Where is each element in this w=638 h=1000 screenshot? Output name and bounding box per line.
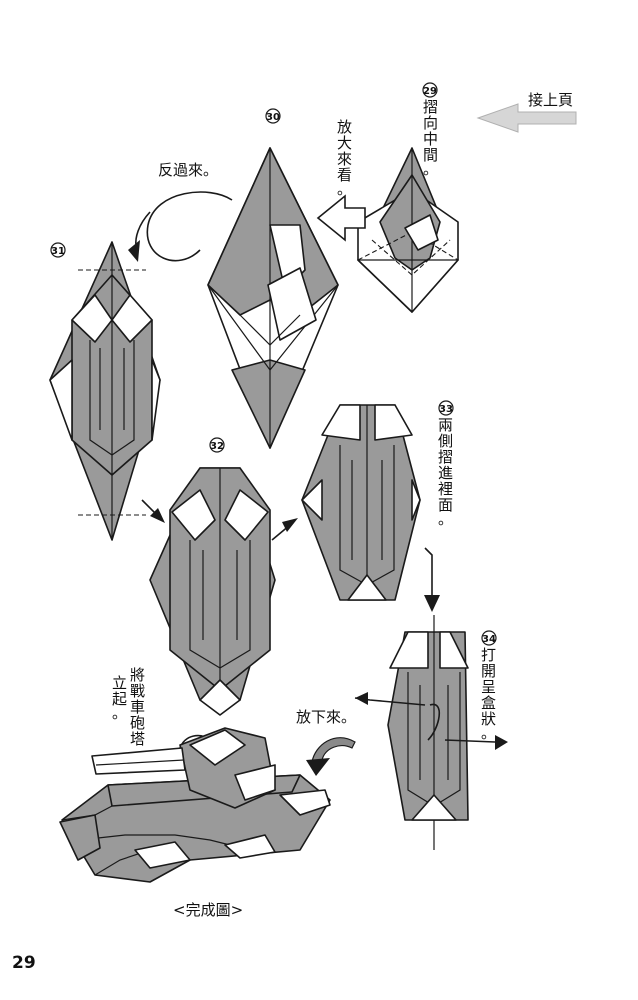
step-32-number: 32 xyxy=(209,437,225,453)
zoom-arrow-icon xyxy=(316,194,366,242)
step-31-number: 31 xyxy=(50,242,66,258)
step-30-model xyxy=(207,147,339,449)
step-29-number: 29 xyxy=(422,82,438,98)
step-34-number: 34 xyxy=(481,630,497,646)
svg-text:29: 29 xyxy=(423,86,437,97)
step-33-instruction: 兩 側 摺 進 裡 面 。 xyxy=(438,416,458,528)
page-number: 29 xyxy=(12,953,36,973)
flip-arrow-icon xyxy=(146,191,233,262)
continue-label: 接上頁 xyxy=(528,91,573,109)
lower-group: 放下來。 xyxy=(296,708,356,776)
svg-text:32: 32 xyxy=(210,441,224,452)
turret-instruction: 將 戰 車 砲 塔 立 起 。 xyxy=(112,666,211,749)
lower-label: 放下來。 xyxy=(296,708,356,726)
step-30-instruction: 放 大 來 看 。 xyxy=(337,118,357,198)
step-34-model xyxy=(387,615,469,850)
step-33-arrow-icon xyxy=(424,547,440,612)
svg-text:30: 30 xyxy=(266,112,280,123)
step-31: 31 xyxy=(49,241,165,541)
completed-tank xyxy=(59,727,331,883)
turret-instruction-col1: 將 戰 車 砲 塔 xyxy=(130,666,150,748)
step-34-instruction: 打 開 呈 盒 狀 。 xyxy=(481,646,501,742)
step-33-model xyxy=(301,404,421,601)
flip-over-group: 反過來。 xyxy=(128,161,233,262)
step-33-number: 33 xyxy=(438,400,454,416)
open-arrows-icon xyxy=(354,692,508,750)
step-29-instruction: 摺 向 中 間 。 xyxy=(423,98,443,178)
step-31-arrow-icon xyxy=(141,499,165,523)
continue-label-group: 接上頁 xyxy=(476,91,577,133)
turret-instruction-col2: 立 起 。 xyxy=(112,674,132,722)
svg-text:33: 33 xyxy=(439,404,453,415)
step-30-number: 30 xyxy=(265,108,281,124)
continue-arrow-icon xyxy=(476,103,577,133)
step-34: 34 打 開 呈 盒 狀 。 xyxy=(354,615,508,850)
step-33: 33 兩 側 摺 進 裡 面 。 xyxy=(301,400,458,612)
svg-text:31: 31 xyxy=(51,246,65,257)
step-32: 32 xyxy=(149,437,298,716)
complete-label: <完成圖> xyxy=(173,901,243,919)
lower-arrow-icon xyxy=(306,737,356,776)
step-31-model xyxy=(49,241,161,541)
flip-over-label: 反過來。 xyxy=(158,161,218,179)
svg-text:34: 34 xyxy=(482,634,496,645)
step-29-model xyxy=(357,147,459,313)
step-32-arrow-icon xyxy=(271,518,298,541)
step-30: 30 放 大 來 看 。 xyxy=(207,108,366,449)
step-29: 29 摺 向 中 間 。 xyxy=(357,82,459,313)
step-32-model xyxy=(149,467,276,716)
